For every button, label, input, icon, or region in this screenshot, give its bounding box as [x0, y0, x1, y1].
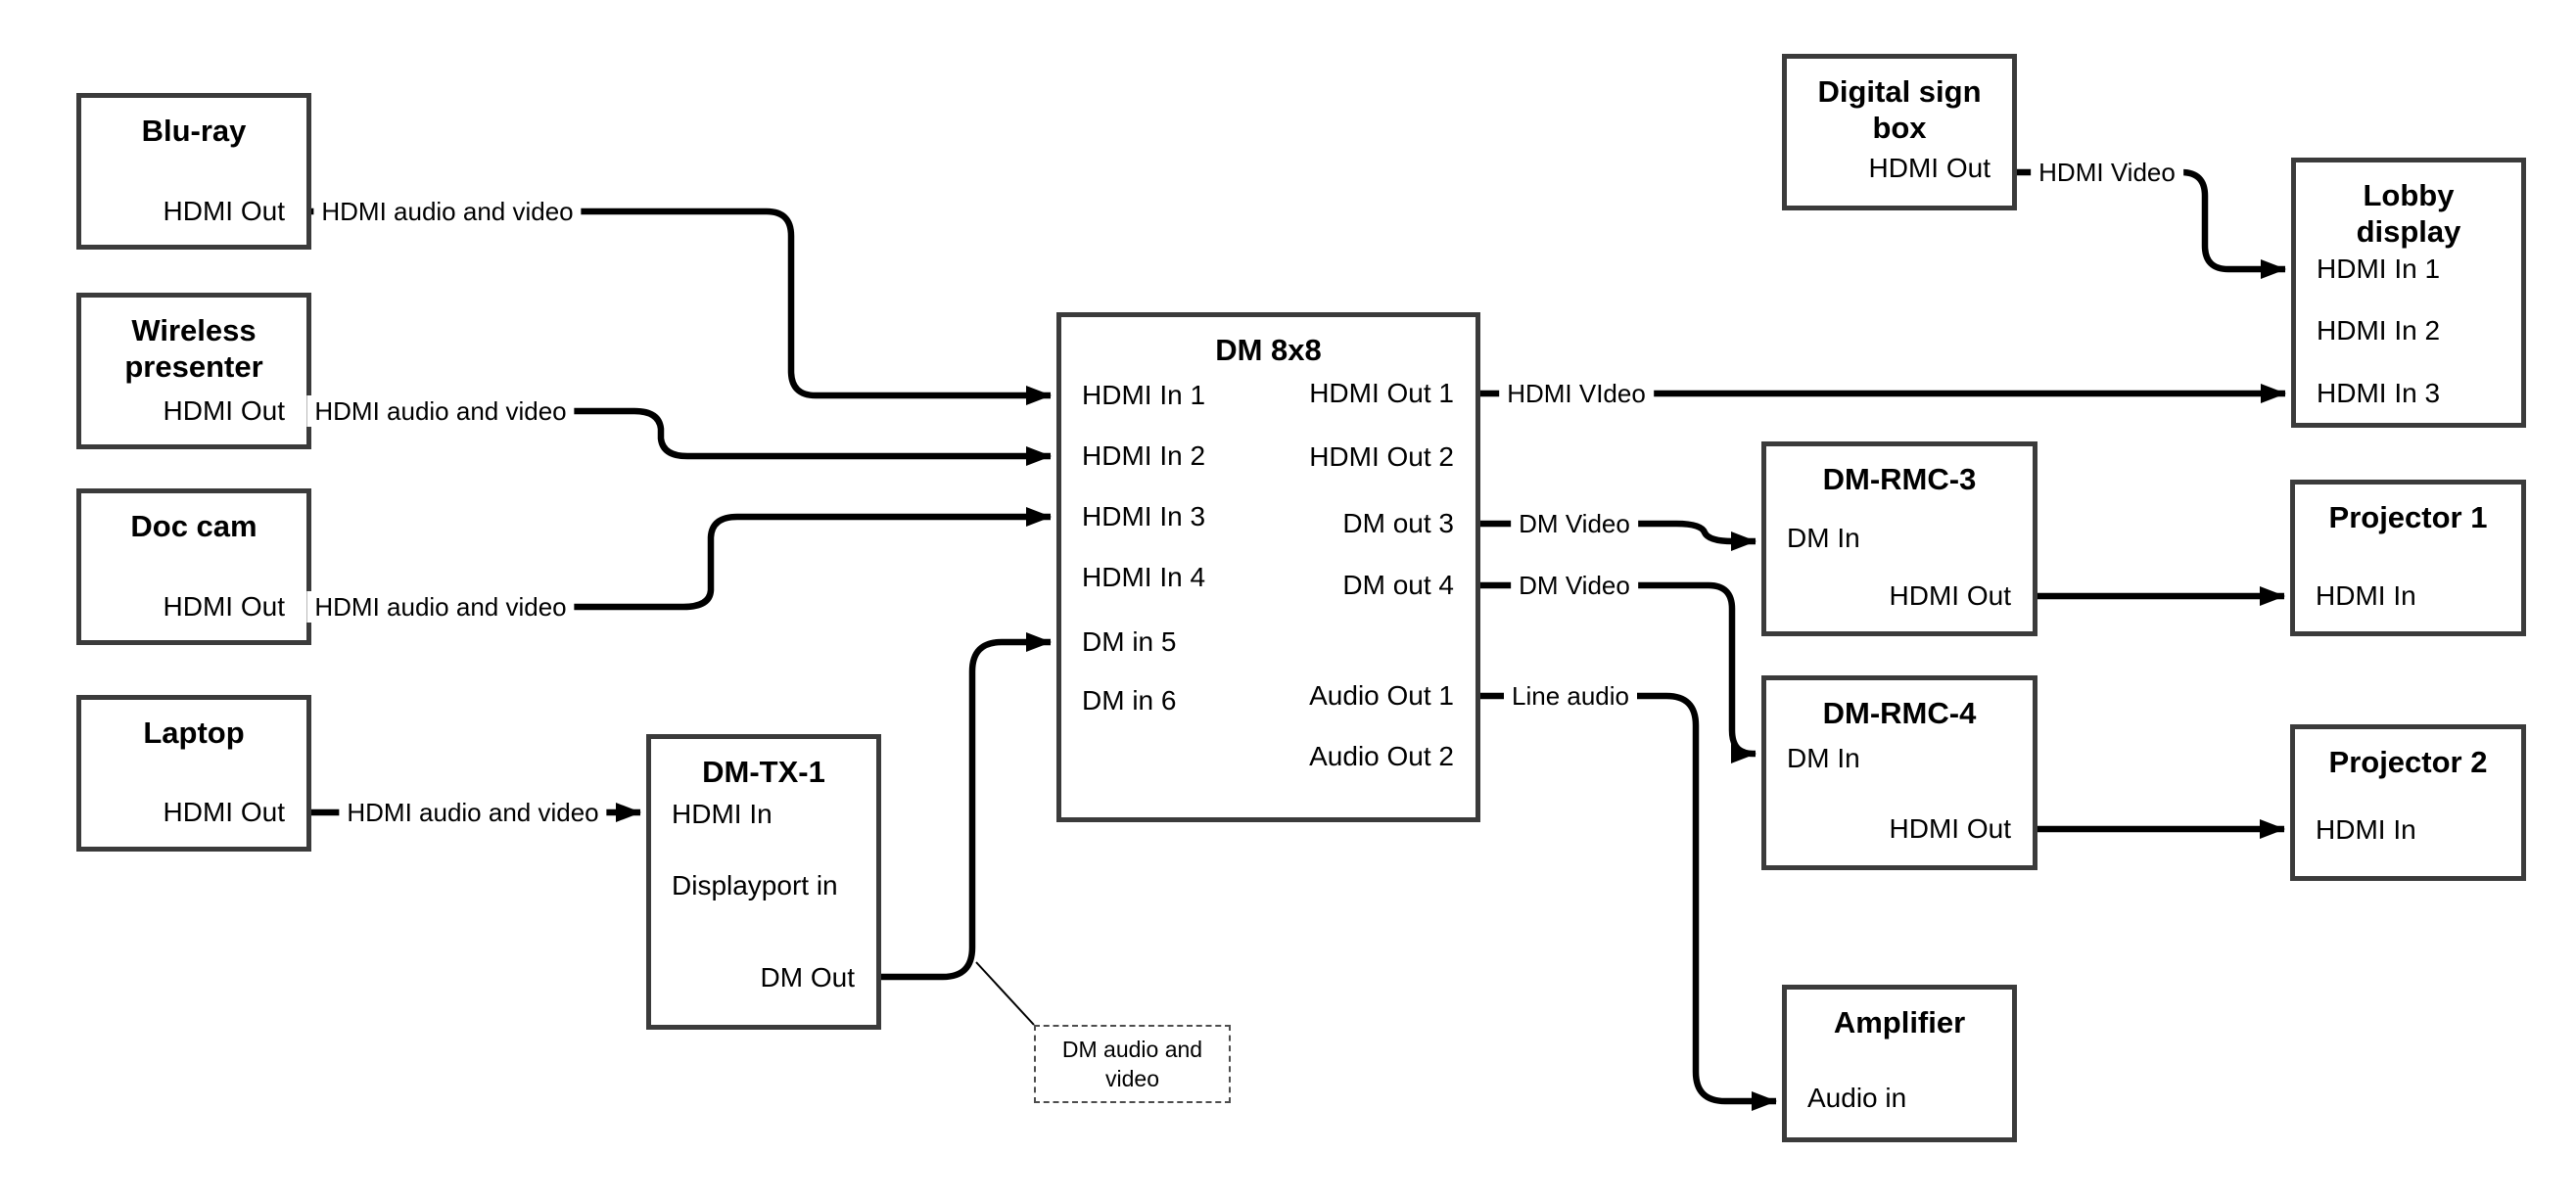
- note-leader-line: [975, 961, 1035, 1026]
- node-dm-rmc-4[interactable]: DM-RMC-4 DM In HDMI Out: [1761, 675, 2037, 870]
- node-projector-1[interactable]: Projector 1 HDMI In: [2290, 480, 2526, 636]
- label-out4-dmvideo: DM Video: [1511, 570, 1638, 601]
- label-laptop-hdmi: HDMI audio and video: [339, 797, 607, 828]
- wire-doccam-to-dm8x8-in3: [311, 507, 1052, 611]
- port-dm-tx-1-dm-out: DM Out: [760, 962, 855, 993]
- port-dm-8x8-hdmi-in-4: HDMI In 4: [1082, 562, 1206, 592]
- port-laptop-hdmi-out: HDMI Out: [163, 797, 285, 827]
- wire-bluray-to-dm8x8-in1: [311, 208, 1052, 405]
- port-dm-8x8-audio-out-1: Audio Out 1: [1309, 680, 1454, 711]
- wire-wireless-to-dm8x8-in2: [311, 407, 1052, 466]
- wire-sign-to-lobby-in1: [2017, 168, 2286, 279]
- wire-dm8x8-out4-to-rmc4: [1480, 581, 1756, 763]
- port-dm-8x8-audio-out-2: Audio Out 2: [1309, 741, 1454, 771]
- port-dm-rmc-3-dm-in: DM In: [1787, 523, 1860, 553]
- node-title-doc-cam: Doc cam: [130, 509, 258, 543]
- node-title-projector-2: Projector 2: [2328, 745, 2488, 779]
- node-title-amplifier: Amplifier: [1833, 1005, 1966, 1039]
- port-dm-rmc-3-hdmi-out: HDMI Out: [1889, 580, 2011, 611]
- port-dm-tx-1-hdmi-in: HDMI In: [672, 799, 773, 829]
- port-dm-8x8-hdmi-in-2: HDMI In 2: [1082, 440, 1206, 471]
- node-projector-2[interactable]: Projector 2 HDMI In: [2290, 724, 2526, 881]
- port-dm-8x8-hdmi-out-1: HDMI Out 1: [1309, 378, 1454, 408]
- note-dm-audio-and-video: DM audio and video: [1034, 1025, 1231, 1103]
- label-sign-video: HDMI Video: [2031, 157, 2183, 188]
- label-bluray-hdmi: HDMI audio and video: [313, 196, 582, 227]
- port-dm-8x8-hdmi-in-3: HDMI In 3: [1082, 501, 1206, 531]
- port-dm-tx-1-displayport-in: Displayport in: [672, 870, 838, 901]
- note-text: DM audio and video: [1061, 1037, 1203, 1091]
- node-title-blu-ray: Blu-ray: [141, 114, 247, 148]
- label-audio1-line: Line audio: [1504, 680, 1637, 712]
- port-dm-rmc-4-dm-in: DM In: [1787, 743, 1860, 773]
- port-lobby-display-hdmi-in-1: HDMI In 1: [2317, 254, 2441, 284]
- port-doc-cam-hdmi-out: HDMI Out: [163, 591, 285, 622]
- port-wireless-presenter-hdmi-out: HDMI Out: [163, 395, 285, 426]
- port-dm-8x8-dm-in-6: DM in 6: [1082, 685, 1177, 716]
- wire-audio1-to-amplifier: [1480, 692, 1777, 1111]
- node-title-laptop: Laptop: [143, 716, 245, 750]
- node-title-dm-rmc-4: DM-RMC-4: [1822, 696, 1977, 730]
- port-projector-2-hdmi-in: HDMI In: [2316, 814, 2416, 845]
- port-dm-8x8-dm-out-3: DM out 3: [1342, 508, 1454, 538]
- label-wireless-hdmi: HDMI audio and video: [306, 395, 575, 427]
- node-dm-rmc-3[interactable]: DM-RMC-3 DM In HDMI Out: [1761, 441, 2037, 636]
- port-dm-8x8-dm-in-5: DM in 5: [1082, 626, 1177, 657]
- port-projector-1-hdmi-in: HDMI In: [2316, 580, 2416, 611]
- port-digital-sign-box-hdmi-out: HDMI Out: [1868, 153, 1991, 183]
- port-dm-8x8-dm-out-4: DM out 4: [1342, 570, 1454, 600]
- wire-dm8x8-out3-to-rmc3: [1480, 520, 1756, 551]
- node-title-projector-1: Projector 1: [2328, 500, 2488, 534]
- port-lobby-display-hdmi-in-2: HDMI In 2: [2317, 315, 2441, 346]
- label-out1-video: HDMI VIdeo: [1499, 378, 1654, 409]
- port-lobby-display-hdmi-in-3: HDMI In 3: [2317, 378, 2441, 408]
- node-title-dm-tx-1: DM-TX-1: [702, 755, 825, 789]
- port-blu-ray-hdmi-out: HDMI Out: [163, 196, 285, 226]
- port-dm-8x8-hdmi-out-2: HDMI Out 2: [1309, 441, 1454, 472]
- label-out3-dmvideo: DM Video: [1511, 508, 1638, 539]
- port-dm-rmc-4-hdmi-out: HDMI Out: [1889, 813, 2011, 844]
- node-title-dm-rmc-3: DM-RMC-3: [1822, 462, 1977, 496]
- label-doccam-hdmi: HDMI audio and video: [306, 591, 575, 623]
- node-title-dm-8x8: DM 8x8: [1215, 333, 1322, 367]
- wire-dmtx1-to-dm8x8-dmin5: [881, 632, 1052, 981]
- port-amplifier-audio-in: Audio in: [1807, 1083, 1907, 1113]
- port-dm-8x8-hdmi-in-1: HDMI In 1: [1082, 380, 1206, 410]
